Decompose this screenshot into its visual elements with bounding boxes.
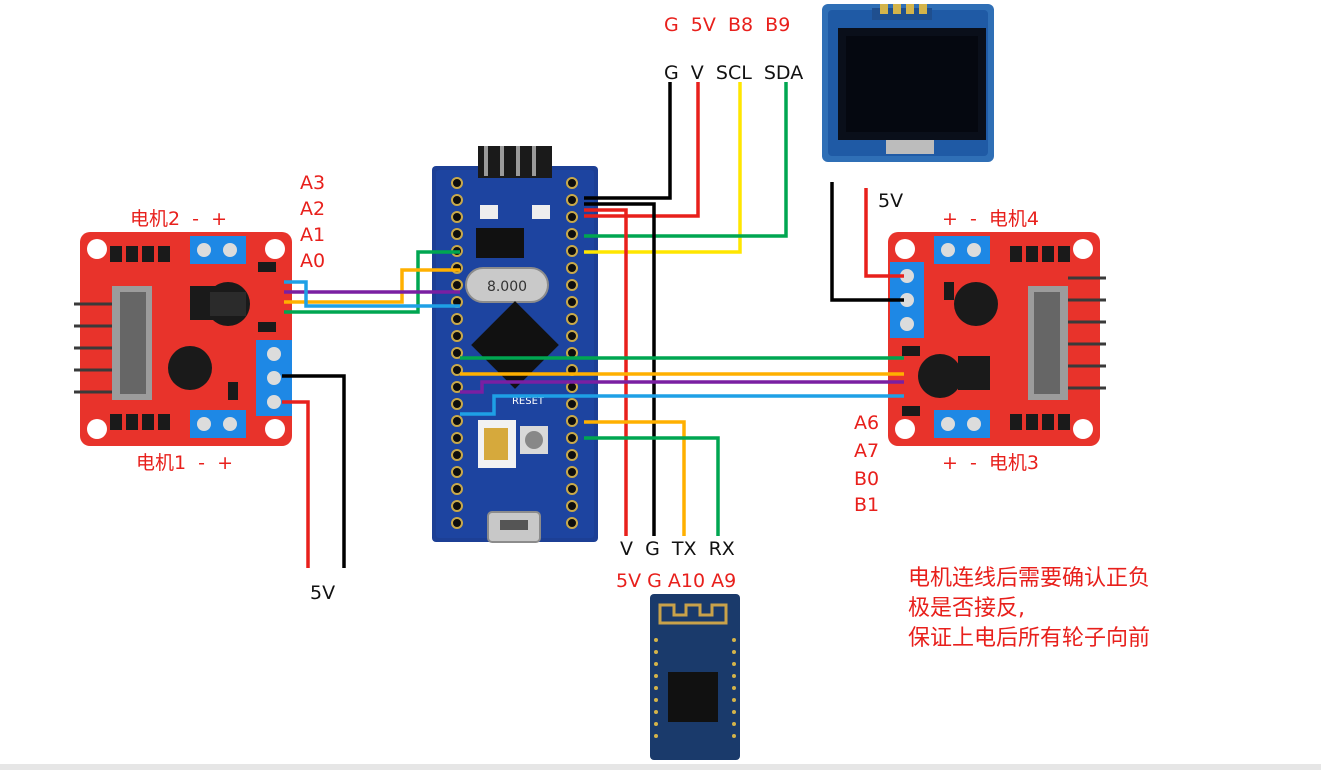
motor-driver-left [74, 232, 292, 446]
wire-left-a0 [284, 250, 460, 314]
bt-pins-bottom: 5V G A10 A9 [616, 570, 737, 592]
wire-right-b1 [460, 394, 904, 416]
note-line-3: 保证上电后所有轮子向前 [908, 626, 1151, 651]
bottom-border [0, 764, 1321, 770]
reset-label: RESET [512, 396, 545, 407]
wire-right-power-red [864, 188, 904, 278]
motor1-label: 电机1 - + [136, 452, 234, 474]
pin-b0: B0 [854, 468, 880, 490]
wire-bt-rx [584, 436, 720, 536]
oled-pins-top: G 5V B8 B9 [664, 14, 791, 36]
wire-left-a3 [284, 280, 460, 308]
pin-a6: A6 [854, 412, 880, 434]
pin-a3: A3 [300, 172, 326, 194]
oled-display-module [822, 4, 994, 162]
crystal-label: 8.000 [487, 279, 527, 295]
wire-right-b0 [460, 380, 904, 394]
bluetooth-module [650, 594, 740, 760]
pin-a1: A1 [300, 224, 326, 246]
pin-a0: A0 [300, 250, 326, 272]
wire-oled-v [584, 82, 700, 218]
wire-left-power-black [282, 374, 346, 568]
wire-left-power-red [282, 400, 310, 568]
wire-oled-scl [584, 82, 742, 254]
note-line-2: 极是否接反, [908, 596, 1025, 621]
wire-oled-g [584, 82, 672, 200]
motor4-label: + - 电机4 [942, 208, 1040, 230]
wire-oled-sda [584, 82, 788, 238]
pin-b1: B1 [854, 494, 880, 516]
oled-pins-bottom: G V SCL SDA [664, 62, 804, 84]
motor3-label: + - 电机3 [942, 452, 1040, 474]
wire-bt-tx [584, 420, 686, 536]
motor2-label: 电机2 - + [130, 208, 228, 230]
wire-bt-g [584, 202, 656, 536]
wire-left-a1 [284, 268, 460, 304]
pin-a2: A2 [300, 198, 326, 220]
wires [282, 82, 904, 568]
wire-bt-v [584, 208, 628, 536]
right-5v-label: 5V [878, 190, 904, 212]
wire-right-power-black [830, 182, 904, 302]
bt-pins-top: V G TX RX [620, 538, 735, 560]
stm32-board: 8.000 RESET [432, 146, 598, 543]
note-line-1: 电机连线后需要确认正负 [908, 566, 1151, 591]
pin-a7: A7 [854, 440, 880, 462]
left-5v-label: 5V [310, 582, 336, 604]
motor-driver-right [888, 232, 1106, 446]
